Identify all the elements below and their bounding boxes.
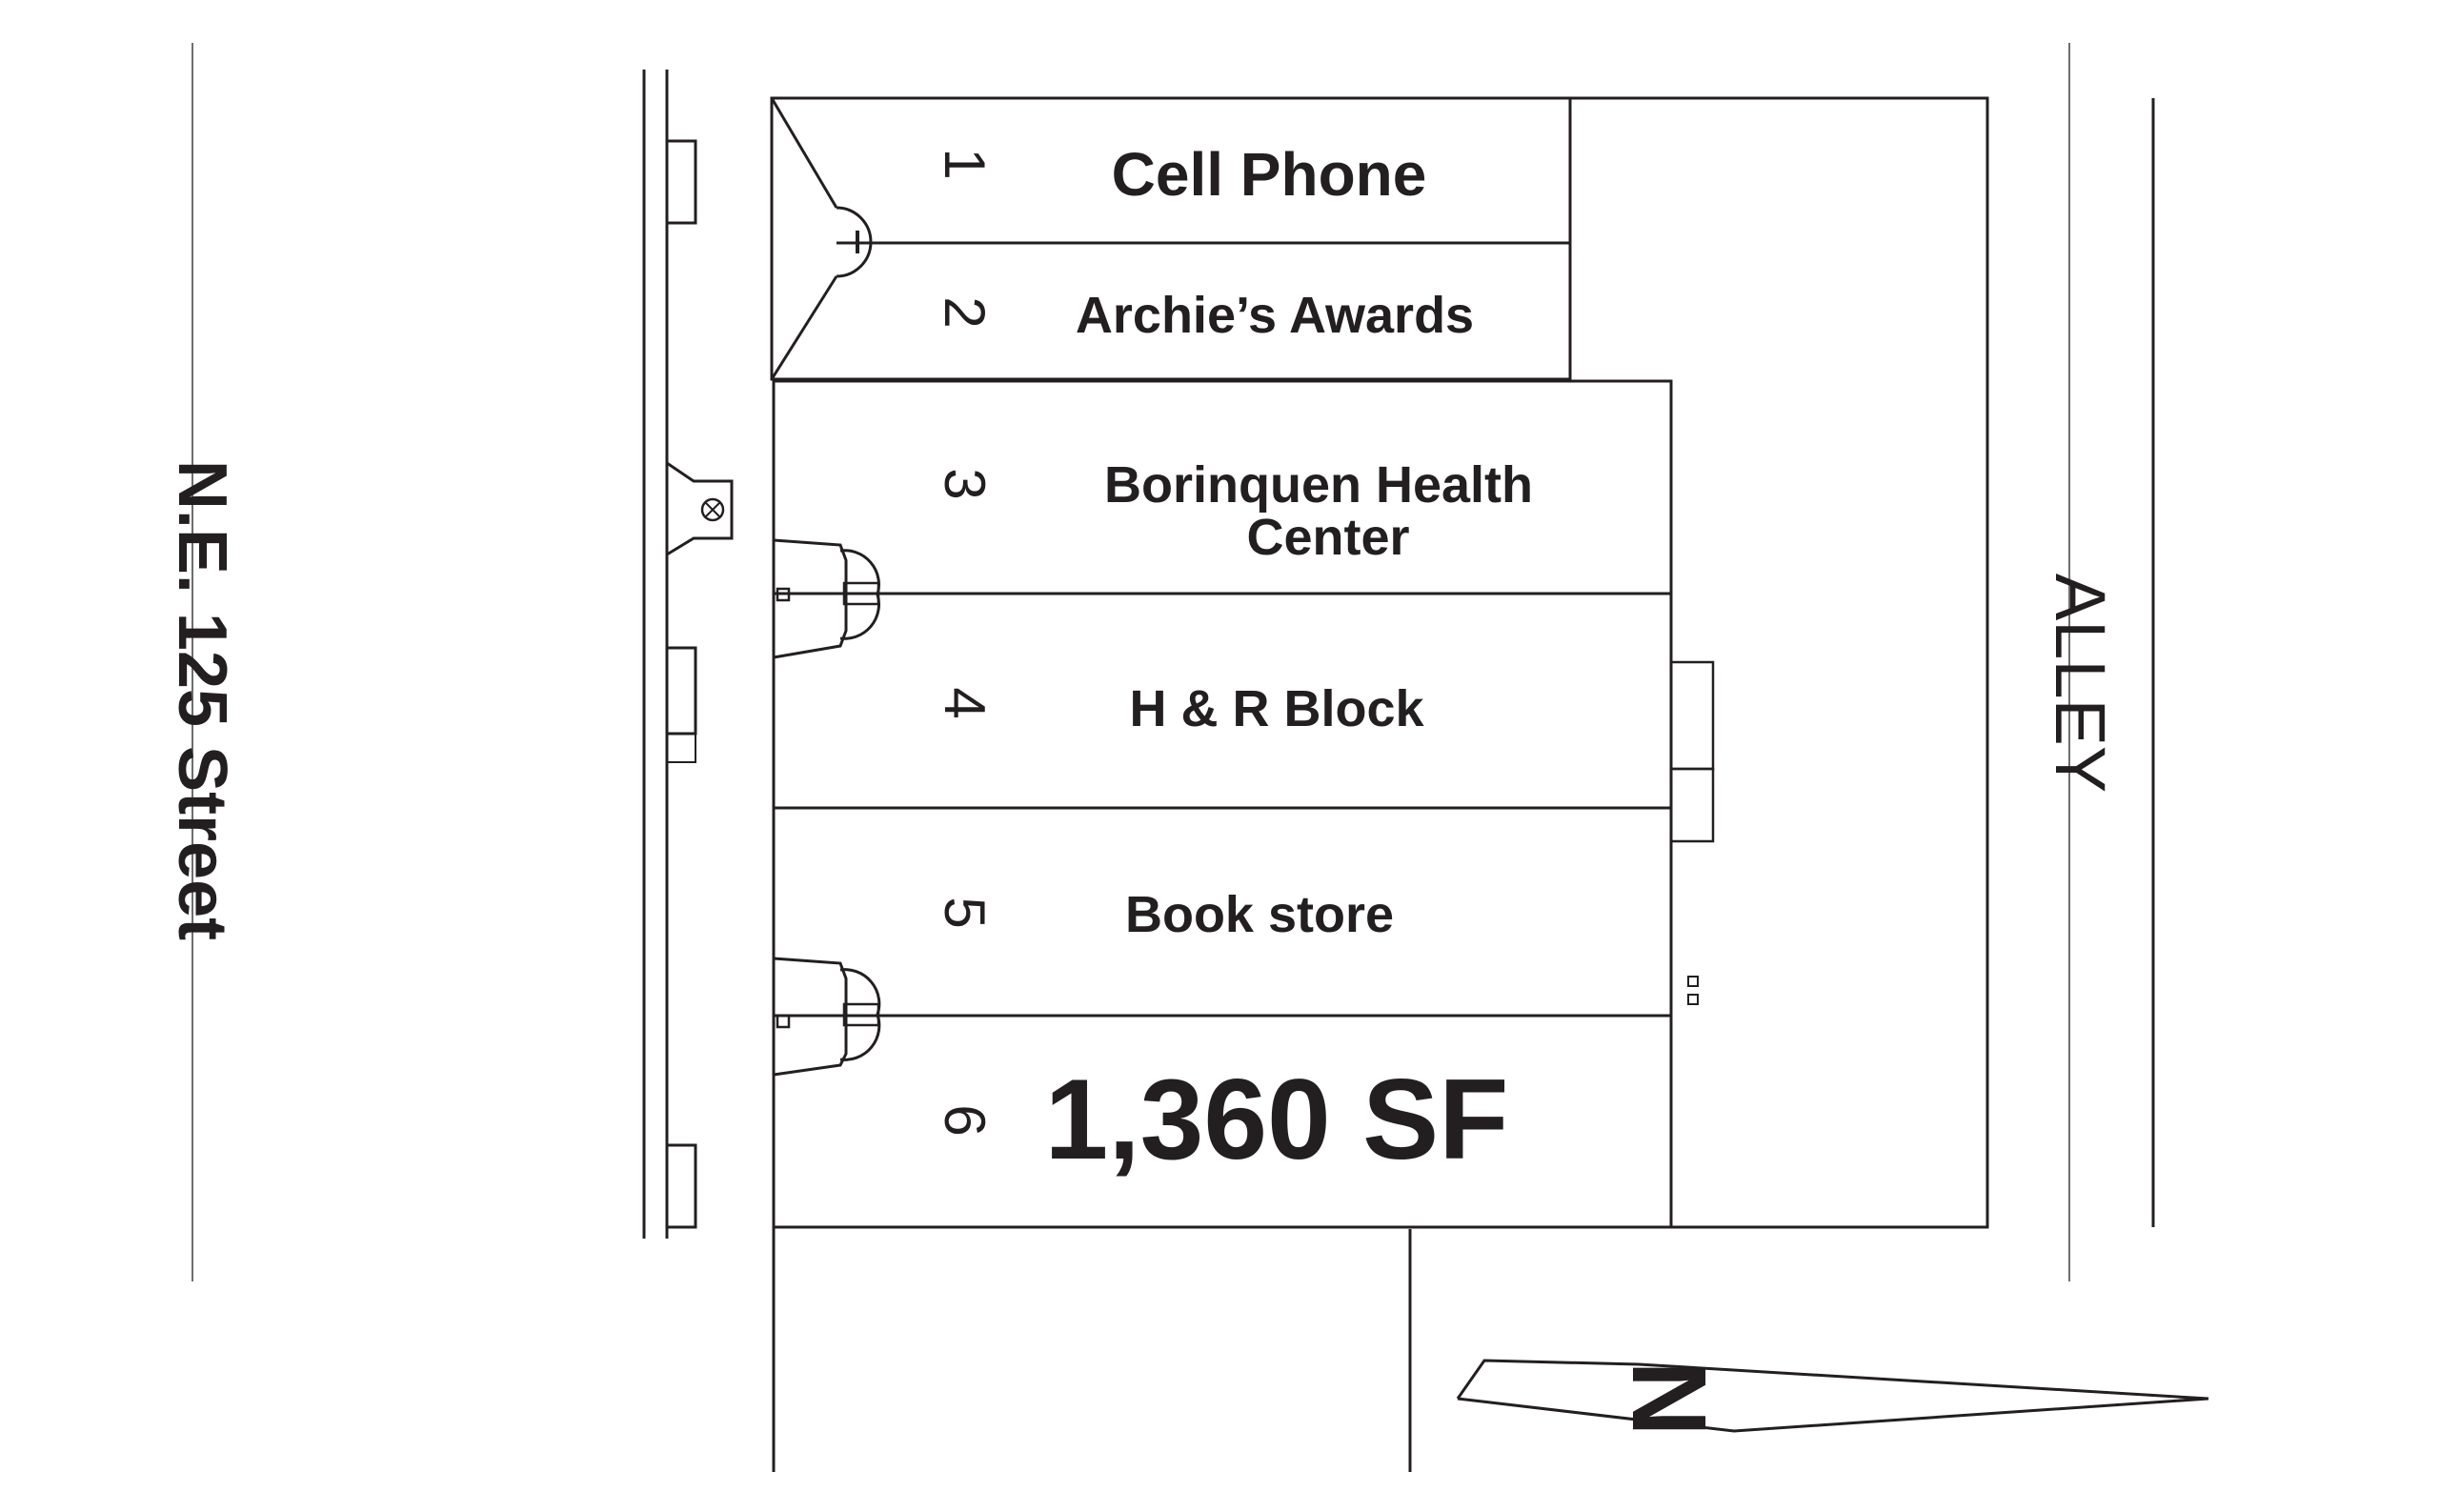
unit-number-3: 3: [933, 468, 997, 499]
alley-label: ALLEY: [2041, 574, 2120, 793]
tenant-label-3-line1: Borinquen Health: [1104, 456, 1533, 514]
tenant-label-4: H & R Block: [1129, 680, 1424, 737]
rear-stair: [1669, 660, 1715, 771]
unit-number-4: 4: [933, 687, 997, 718]
upper-building-outline: [770, 96, 1572, 381]
entrance-vestibule-top: [770, 97, 838, 209]
door-frame-5-6: [842, 1002, 880, 1027]
tenant-label-2: Archie’s Awards: [1076, 287, 1474, 344]
tenant-label-1: Cell Phone: [1112, 140, 1427, 209]
tenant-label-3-line2: Center: [1246, 509, 1409, 566]
unit-number-2: 2: [933, 296, 997, 328]
rear-meter: [1687, 994, 1699, 1005]
column-marker: [776, 1014, 791, 1029]
street-label: N.E. 125 Street: [164, 460, 240, 940]
entrance-vestibule-bottom: [770, 275, 838, 380]
utility-pole-icon: [700, 497, 725, 522]
lot-boundary: [1570, 96, 1989, 1229]
planter-box: [665, 1143, 697, 1229]
north-arrow-icon: [1456, 1359, 2209, 1433]
tenant-label-5: Book store: [1125, 886, 1394, 943]
unit-number-1: 1: [933, 148, 997, 179]
planter-box: [665, 139, 697, 225]
unit-number-6: 6: [933, 1104, 997, 1136]
rear-meter: [1687, 976, 1699, 987]
tenant-label-6: 1,360 SF: [1045, 1056, 1509, 1183]
planter-box: [666, 733, 696, 763]
planter-box: [665, 646, 697, 736]
entry-vestibule-3-4: [773, 538, 848, 659]
rear-stair: [1669, 767, 1715, 843]
north-arrow-label: N: [1610, 1361, 1727, 1436]
utility-pole-base: [666, 461, 734, 556]
entry-vestibule-5-6: [773, 957, 848, 1077]
column-marker: [776, 587, 791, 602]
door-frame-3-4: [842, 581, 880, 606]
unit-number-5: 5: [933, 897, 997, 928]
